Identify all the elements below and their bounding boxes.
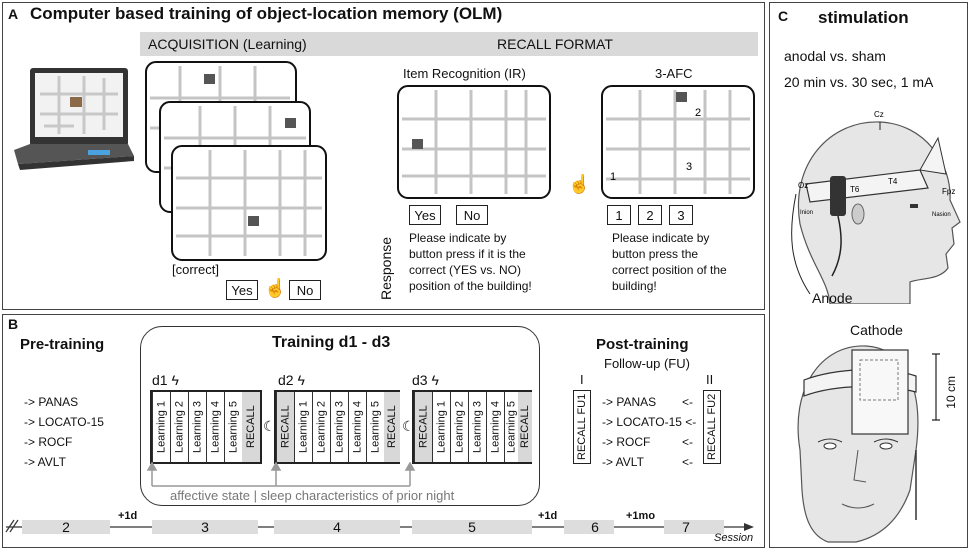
training-title: Training d1 - d3 (272, 334, 391, 351)
afc-instructions: Please indicate by button press the corr… (612, 231, 727, 293)
scale-bar (932, 353, 940, 421)
session-num-7: 7 (682, 519, 690, 535)
moon-icon: ☾ (402, 418, 415, 434)
learning-screen-3 (171, 145, 327, 261)
electrode-t6: T6 (850, 185, 860, 194)
stimulation-title: stimulation (818, 8, 909, 27)
session-bar-6 (564, 520, 614, 534)
head-side-illustration: Cz Fpz Oz T6 T4 Nasion Inion (791, 110, 961, 304)
afc-screen: 2 3 1 (601, 85, 755, 199)
session-num-4: 4 (333, 519, 341, 535)
no-button-acquisition[interactable]: No (289, 280, 321, 300)
stimulation-line-1: anodal vs. sham (784, 48, 886, 64)
lightning-icon: ϟ (171, 372, 179, 388)
panel-b-label: B (8, 316, 19, 332)
post-training-list: -> PANAS -> LOCATO-15 <- -> ROCF -> AVLT (602, 395, 697, 469)
ir-screen (397, 85, 551, 199)
nasion-label: Nasion (932, 212, 951, 218)
session-bar-7 (664, 520, 724, 534)
day1-block: Learning 1 Learning 2 Learning 3 Learnin… (150, 390, 262, 464)
panel-c-label: C (778, 8, 789, 24)
afc-option-1[interactable]: 1 (607, 205, 631, 225)
pre-training-title: Pre-training (20, 336, 105, 353)
training-frame (140, 326, 540, 506)
svg-text:2: 2 (695, 107, 701, 119)
laptop-illustration (14, 68, 134, 170)
day-d3: d3 ϟ (412, 372, 439, 388)
panel-a-label: A (8, 6, 19, 22)
ir-instructions: Please indicate by button press if it is… (409, 231, 532, 293)
electrode-cz: Cz (874, 110, 884, 119)
session-bar-5 (412, 520, 532, 534)
afc-title: 3-AFC (655, 66, 693, 81)
svg-text:3: 3 (686, 161, 692, 173)
fu-roman-2: II (706, 372, 714, 387)
yes-button-ir[interactable]: Yes (409, 205, 441, 225)
gap-label-1: +1d (118, 510, 138, 522)
session-num-6: 6 (591, 519, 599, 535)
scale-label: 10 cm (944, 376, 958, 409)
day3-block: RECALL Learning 1 Learning 2 Learning 3 … (412, 390, 532, 464)
session-num-2: 2 (62, 519, 70, 535)
follow-up-label: Follow-up (FU) (604, 356, 690, 371)
session-num-3: 3 (201, 519, 209, 535)
stimulation-line-2: 20 min vs. 30 sec, 1 mA (784, 74, 934, 90)
session-bar-3 (152, 520, 258, 534)
yes-button-acquisition[interactable]: Yes (226, 280, 258, 300)
inion-label: Inion (800, 210, 813, 216)
affective-state-label: affective state | sleep characteristics … (170, 488, 455, 503)
panel-b (2, 314, 765, 548)
header-bar (140, 32, 758, 56)
head-front-illustration (797, 345, 919, 543)
panel-a (2, 2, 765, 310)
recall-fu1: RECALL FU1 (573, 390, 591, 464)
ir-title: Item Recognition (IR) (403, 66, 526, 81)
lightning-icon: ϟ (431, 372, 439, 388)
hand-pointer-icon: ☝ (264, 278, 287, 298)
anode-label: Anode (812, 290, 853, 306)
correct-label: [correct] (172, 262, 219, 277)
day2-block: RECALL Learning 1 Learning 2 Learning 3 … (274, 390, 400, 464)
fu-roman-1: I (580, 372, 584, 387)
moon-icon: ☾ (263, 418, 276, 434)
afc-option-2[interactable]: 2 (638, 205, 662, 225)
cathode-label: Cathode (850, 322, 903, 338)
no-button-ir[interactable]: No (456, 205, 488, 225)
recall-fu2: RECALL FU2 (703, 390, 721, 464)
session-axis-label: Session (714, 532, 754, 544)
learning-screens (145, 61, 327, 261)
session-bar-2 (22, 520, 110, 534)
post-training-title: Post-training (596, 336, 689, 353)
lightning-icon: ϟ (297, 372, 305, 388)
pre-training-list: -> PANAS -> LOCATO-15 -> ROCF -> AVLT (24, 395, 104, 469)
svg-text:1: 1 (610, 171, 616, 183)
gap-label-3: +1mo (626, 510, 656, 522)
electrode-oz: Oz (798, 181, 808, 190)
acquisition-header: ACQUISITION (Learning) (148, 36, 307, 52)
electrode-t4: T4 (888, 177, 898, 186)
recall-header: RECALL FORMAT (497, 36, 613, 52)
hand-pointer-icon-2: ☝ (568, 174, 591, 194)
day-d1: d1 ϟ (152, 372, 179, 388)
session-num-5: 5 (468, 519, 476, 535)
post-training-arrows: <- <- <- <- (682, 395, 694, 469)
afc-option-3[interactable]: 3 (669, 205, 693, 225)
gap-label-2: +1d (538, 510, 558, 522)
panel-c (769, 2, 968, 548)
electrode-fpz: Fpz (942, 187, 955, 196)
day-d2: d2 ϟ (278, 372, 305, 388)
state-bracket (146, 462, 416, 487)
session-bar-4 (274, 520, 400, 534)
response-label: Response (378, 236, 394, 300)
panel-a-title: Computer based training of object-locati… (30, 4, 503, 23)
